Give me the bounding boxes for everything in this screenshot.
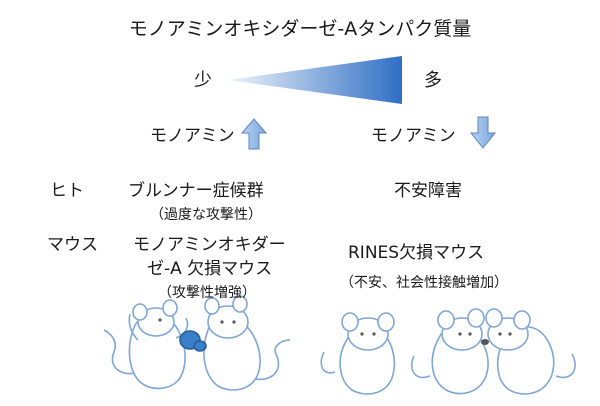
row-label-human: ヒト [50,181,84,201]
human-symptom-left: （過度な攻撃性） [150,207,262,223]
monoamine-label-left: モノアミン [150,126,235,146]
human-condition-right: 不安障害 [394,181,462,201]
mouse-2-head [207,305,249,339]
human-condition-left: ブルンナー症候群 [128,181,264,201]
aggressive-mice-illustration [103,295,291,391]
mouse-symptom-right: （不安、社会性接触増加） [340,275,508,291]
monoamine-label-right: モノアミン [371,126,456,146]
low-amount-label: 少 [194,70,212,91]
anxious-mouse-illustration [320,312,396,395]
mouse-1-tail [103,329,141,375]
high-amount-label: 多 [424,70,442,91]
mouse-model-left-line1: モノアミンオキダー [133,235,286,255]
mouse-symptom-left: （攻撃性増強） [158,285,256,301]
diagram-title: モノアミンオキシダーゼ-Aタンパク質量 [128,18,472,40]
quantity-wedge [228,56,402,104]
row-label-mouse: マウス [47,235,98,255]
social-mice-illustration [410,308,576,395]
mouse-model-left-line2: ゼ-A 欠損マウス [147,259,273,279]
mouse-2-tail [249,339,291,381]
down-arrow-icon [469,116,497,149]
mouse-model-right: RINES欠損マウス [348,243,485,263]
up-arrow-icon [240,118,268,150]
